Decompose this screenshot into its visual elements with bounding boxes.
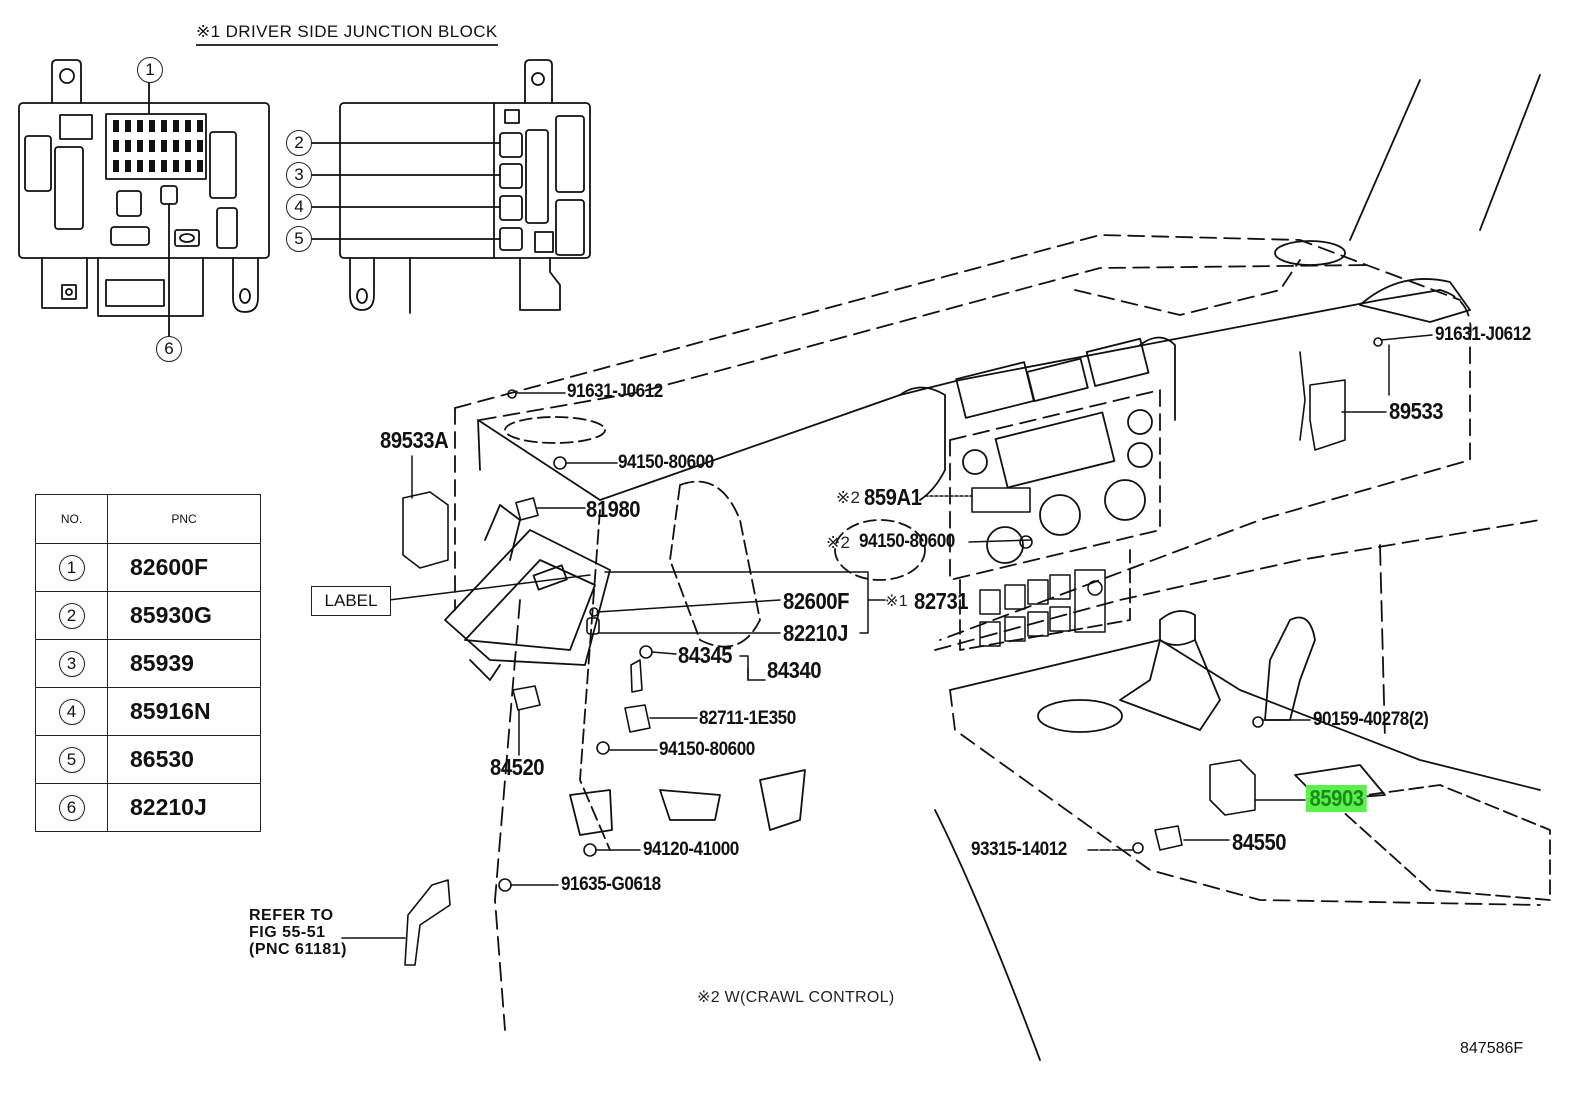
small-parts bbox=[402, 337, 1383, 966]
callout-6[interactable]: 6 bbox=[156, 336, 182, 362]
part-label-91635-g0618[interactable]: 91635-G0618 bbox=[561, 874, 661, 895]
row-number: 5 bbox=[58, 746, 85, 773]
callout-5[interactable]: 5 bbox=[286, 226, 312, 252]
table-row[interactable]: 1 82600F bbox=[35, 543, 261, 592]
part-label-84345[interactable]: 84345 bbox=[678, 642, 733, 668]
part-label-94150-80600-top[interactable]: 94150-80600 bbox=[618, 452, 714, 473]
part-label-89533[interactable]: 89533 bbox=[1389, 398, 1444, 424]
pnc-table-header: NO. PNC bbox=[35, 494, 261, 544]
part-label-82210j[interactable]: 82210J bbox=[783, 620, 848, 646]
footnote-crawl-control: ※2 W(CRAWL CONTROL) bbox=[697, 989, 895, 1006]
refer-note-line: (PNC 61181) bbox=[249, 941, 347, 958]
part-label-91631-j0612-left[interactable]: 91631-J0612 bbox=[567, 381, 663, 402]
header-pnc: PNC bbox=[107, 494, 261, 544]
table-row[interactable]: 2 85930G bbox=[35, 591, 261, 640]
part-label-84520[interactable]: 84520 bbox=[490, 754, 545, 780]
part-label-84340[interactable]: 84340 bbox=[767, 657, 822, 683]
part-label-94150-80600-low[interactable]: 94150-80600 bbox=[659, 739, 755, 760]
callout-2[interactable]: 2 bbox=[286, 130, 312, 156]
header-no: NO. bbox=[35, 494, 108, 544]
pnc-table: NO. PNC 1 82600F 2 85930G 3 85939 4 8591… bbox=[35, 494, 261, 832]
fuse-grid bbox=[105, 113, 207, 180]
part-label-91631-j0612-right[interactable]: 91631-J0612 bbox=[1435, 324, 1531, 345]
junction-block-installed-drawing bbox=[444, 504, 611, 681]
refer-note-line: REFER TO bbox=[249, 907, 334, 924]
callout-3[interactable]: 3 bbox=[286, 162, 312, 188]
part-label-85903-highlighted[interactable]: 85903 bbox=[1306, 785, 1368, 812]
junction-block-front-drawing bbox=[18, 59, 270, 337]
row-number: 6 bbox=[58, 794, 85, 821]
junction-block-title: ※1 DRIVER SIDE JUNCTION BLOCK bbox=[196, 22, 498, 46]
part-label-94150-80600-mid[interactable]: 94150-80600 bbox=[859, 531, 955, 552]
table-row[interactable]: 4 85916N bbox=[35, 687, 261, 736]
table-row[interactable]: 6 82210J bbox=[35, 783, 261, 832]
part-label-90159-40278[interactable]: 90159-40278(2) bbox=[1313, 709, 1429, 730]
part-label-82731[interactable]: 82731 bbox=[914, 588, 969, 614]
label-box: LABEL bbox=[311, 586, 391, 616]
refer-note: REFER TO FIG 55-51 (PNC 61181) bbox=[249, 907, 347, 958]
part-label-93315-14012[interactable]: 93315-14012 bbox=[971, 839, 1067, 860]
table-row[interactable]: 3 85939 bbox=[35, 639, 261, 688]
row-pnc[interactable]: 86530 bbox=[107, 735, 261, 784]
row-pnc[interactable]: 85916N bbox=[107, 687, 261, 736]
refer-note-line: FIG 55-51 bbox=[249, 924, 326, 941]
part-label-82600f[interactable]: 82600F bbox=[783, 588, 850, 614]
row-pnc[interactable]: 85930G bbox=[107, 591, 261, 640]
row-pnc[interactable]: 82600F bbox=[107, 543, 261, 592]
figure-id: 847586F bbox=[1460, 1040, 1524, 1057]
row-pnc[interactable]: 85939 bbox=[107, 639, 261, 688]
leader-lines bbox=[341, 334, 1433, 939]
row-number: 2 bbox=[58, 602, 85, 629]
callout-4[interactable]: 4 bbox=[286, 194, 312, 220]
junction-block-mark: ※1 bbox=[885, 593, 908, 610]
part-label-859a1[interactable]: 859A1 bbox=[864, 484, 922, 510]
part-label-94120-41000[interactable]: 94120-41000 bbox=[643, 839, 739, 860]
crawl-control-mark: ※2 bbox=[826, 533, 851, 552]
part-label-82711-1e350[interactable]: 82711-1E350 bbox=[699, 708, 796, 729]
junction-block-back-drawing bbox=[311, 59, 591, 314]
row-pnc[interactable]: 82210J bbox=[107, 783, 261, 832]
part-label-89533a[interactable]: 89533A bbox=[380, 427, 449, 453]
dashboard-drawing bbox=[454, 74, 1551, 1061]
part-label-81980[interactable]: 81980 bbox=[586, 496, 641, 522]
row-number: 1 bbox=[58, 554, 85, 581]
crawl-control-mark: ※2 bbox=[836, 488, 861, 507]
row-number: 4 bbox=[58, 698, 85, 725]
row-number: 3 bbox=[58, 650, 85, 677]
callout-1[interactable]: 1 bbox=[137, 57, 163, 83]
table-row[interactable]: 5 86530 bbox=[35, 735, 261, 784]
part-label-84550[interactable]: 84550 bbox=[1232, 829, 1287, 855]
